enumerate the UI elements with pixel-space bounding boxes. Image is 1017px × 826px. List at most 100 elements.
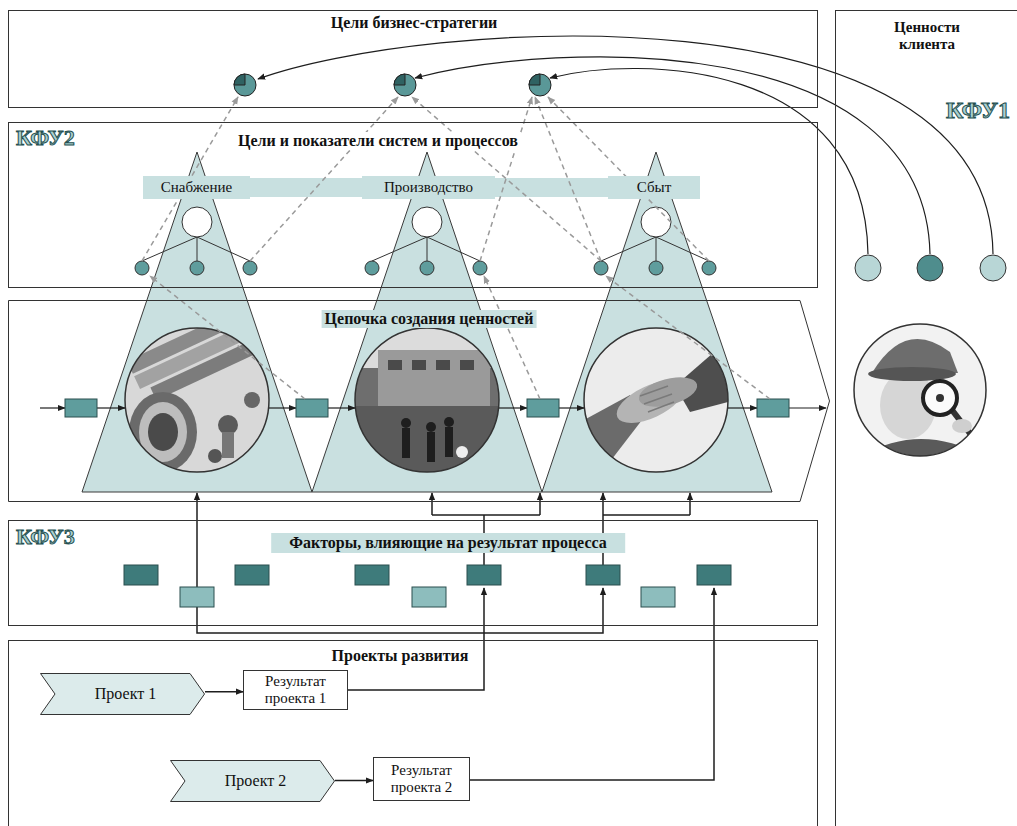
band-heading: Цели и показатели систем и процессов bbox=[235, 132, 521, 150]
band-outline bbox=[9, 301, 830, 502]
factor-box bbox=[355, 565, 389, 585]
goal-tree bbox=[427, 237, 428, 261]
customer-photo bbox=[923, 381, 957, 415]
goal-tree bbox=[197, 237, 198, 261]
process-photo bbox=[208, 449, 222, 463]
client-value-point bbox=[980, 255, 1006, 281]
goal-tree bbox=[641, 207, 671, 237]
factor-box bbox=[180, 587, 214, 607]
goal-tree bbox=[473, 261, 487, 275]
value-chain-triangle bbox=[82, 152, 772, 492]
goal-tree bbox=[182, 207, 212, 237]
process-photo bbox=[355, 328, 499, 472]
result-box: Результат проекта 2 bbox=[373, 757, 470, 801]
process-photo bbox=[355, 406, 499, 472]
factor-box bbox=[697, 565, 731, 585]
customer-photo bbox=[854, 324, 990, 460]
goal-tree bbox=[243, 261, 257, 275]
strategy-goal bbox=[234, 74, 551, 96]
flow-line bbox=[728, 407, 757, 408]
factor-link bbox=[196, 493, 198, 587]
factor-link bbox=[539, 493, 541, 515]
process-photo bbox=[355, 328, 499, 472]
flow-item bbox=[757, 399, 789, 417]
process-photo bbox=[445, 427, 453, 457]
process-photo bbox=[436, 360, 450, 370]
project-name: Проект 2 bbox=[219, 772, 286, 790]
strategy-goal bbox=[529, 74, 540, 85]
factor-box bbox=[467, 565, 501, 585]
process-label: Производство bbox=[362, 176, 495, 199]
process-photo bbox=[640, 386, 674, 412]
value-chain-triangle bbox=[312, 152, 542, 492]
flow-item bbox=[65, 399, 789, 417]
process-photo bbox=[222, 432, 234, 458]
kpi-link bbox=[150, 276, 305, 399]
factor-link bbox=[602, 493, 604, 515]
factor-box bbox=[586, 565, 620, 585]
goal-tree bbox=[420, 261, 434, 275]
flow-arrow bbox=[205, 691, 243, 693]
process-photo bbox=[584, 328, 728, 472]
factor-box bbox=[124, 565, 158, 585]
strategy-goal bbox=[394, 74, 416, 96]
chevron-outline bbox=[41, 674, 205, 715]
customer-photo bbox=[854, 324, 986, 456]
factor-link bbox=[470, 588, 714, 780]
process-photo bbox=[427, 432, 435, 462]
strategy-band: Цели бизнес-стратегии bbox=[8, 10, 818, 108]
process-photo bbox=[125, 302, 728, 472]
customer-photo bbox=[868, 367, 956, 381]
factor-link bbox=[689, 493, 691, 515]
process-photo bbox=[355, 328, 499, 472]
project-chevron: Проект 2 bbox=[170, 760, 335, 802]
customer-photo bbox=[936, 394, 944, 402]
strategy-goal bbox=[529, 74, 551, 96]
customer-photo bbox=[952, 419, 972, 433]
chevron-outline bbox=[171, 761, 335, 802]
strategy-goal bbox=[234, 74, 245, 85]
process-photo bbox=[456, 446, 468, 458]
process-photo bbox=[125, 302, 274, 472]
kpi-link bbox=[142, 97, 770, 399]
process-photo bbox=[584, 328, 728, 472]
factor-link bbox=[432, 514, 540, 516]
goal-tree bbox=[656, 237, 709, 261]
client-value-point bbox=[917, 255, 943, 281]
client-values-column: Ценности клиентаКФУ1 bbox=[835, 10, 1017, 826]
goal-tree bbox=[412, 207, 442, 237]
goal-tree bbox=[365, 261, 379, 275]
goal-tree bbox=[142, 237, 197, 261]
factor-box bbox=[124, 565, 731, 607]
process-photo bbox=[150, 333, 274, 401]
flow-line bbox=[328, 407, 355, 408]
projects-band: Проекты развитияПроект 1 Результат проект… bbox=[8, 640, 818, 826]
value-chain-triangle bbox=[542, 152, 772, 492]
factor-link bbox=[603, 514, 690, 516]
goal-tree bbox=[594, 261, 608, 275]
project-name: Проект 1 bbox=[89, 685, 156, 703]
process-photo bbox=[148, 413, 178, 451]
client-value-point bbox=[855, 255, 881, 281]
process-photo bbox=[139, 402, 187, 462]
result-box: Результат проекта 1 bbox=[243, 670, 348, 711]
goal-tree bbox=[427, 237, 480, 261]
flow-item bbox=[527, 399, 559, 417]
process-photo bbox=[426, 422, 436, 432]
factor-link bbox=[197, 493, 714, 780]
band-heading: Проекты развития bbox=[329, 647, 472, 665]
factor-link bbox=[348, 588, 484, 690]
strategy-goal bbox=[394, 74, 405, 85]
process-photo bbox=[402, 428, 410, 458]
process-photo bbox=[412, 360, 426, 370]
flow-line bbox=[40, 407, 65, 408]
customer-photo bbox=[854, 324, 990, 460]
process-photo bbox=[129, 392, 197, 472]
process-photo bbox=[460, 360, 474, 370]
customer-photo bbox=[855, 439, 990, 460]
goal-tree bbox=[190, 261, 204, 275]
process-photo bbox=[388, 360, 402, 370]
value-chain-band: Цепочка создания ценностей bbox=[8, 300, 830, 502]
kpi-link bbox=[606, 276, 770, 399]
